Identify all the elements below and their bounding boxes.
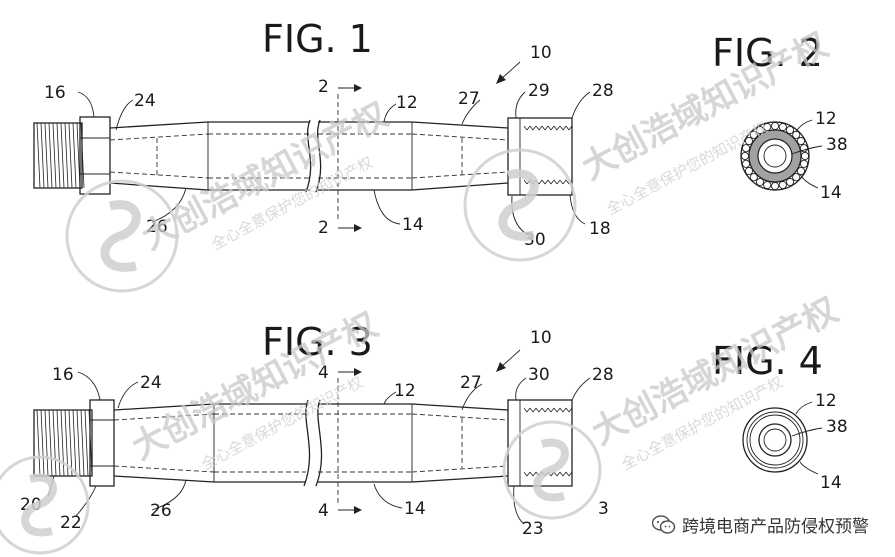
figure-4-title: FIG. 4 [712, 339, 823, 383]
fig1-right-ferrule [411, 121, 509, 191]
fig1-hex-nut [79, 116, 111, 195]
fig3-ref-4-top: 4 [318, 363, 329, 383]
fig3-threaded-end [33, 409, 93, 477]
fig3-ref-14: 14 [404, 499, 426, 519]
watermark-logo-icon [463, 148, 577, 262]
fig1-coupling-nut [507, 117, 573, 196]
figure-1-title: FIG. 1 [262, 17, 373, 61]
wechat-icon [652, 514, 676, 534]
fig2-ref-14: 14 [820, 183, 842, 203]
fig1-ref-18: 18 [589, 219, 611, 239]
watermark-logo-icon [65, 179, 179, 293]
fig1-ref-28: 28 [592, 81, 614, 101]
fig1-ref-29: 29 [528, 81, 550, 101]
watermark-logo-icon [0, 455, 90, 555]
figure-3: FIG. 3 [20, 320, 614, 539]
footer-text: 跨境电商产品防侵权预警 [682, 517, 869, 537]
fig1-ref-27: 27 [458, 89, 480, 109]
fig1-ref-2-bottom: 2 [318, 218, 329, 238]
figure-3-title: FIG. 3 [262, 320, 373, 364]
figure-2: FIG. 2 12 38 14 [712, 31, 848, 203]
fig4-outer-tube [742, 407, 808, 473]
fig3-ref-30: 30 [528, 365, 550, 385]
fig1-ref-24: 24 [134, 91, 156, 111]
fig3-ref-3: 3 [598, 499, 609, 519]
fig3-ref-10: 10 [530, 328, 552, 348]
fig4-ref-12: 12 [815, 391, 837, 411]
fig3-ref-28: 28 [592, 365, 614, 385]
fig3-right-ferrule [411, 403, 509, 483]
figure-4: FIG. 4 12 38 14 [712, 339, 848, 493]
fig3-ref-4-bottom: 4 [318, 501, 329, 521]
fig4-ref-14: 14 [820, 473, 842, 493]
fig3-ref-24: 24 [140, 373, 162, 393]
figure-2-title: FIG. 2 [712, 31, 823, 75]
fig3-ref-26: 26 [150, 501, 172, 521]
fig1-ref-12: 12 [396, 93, 418, 113]
fig4-ref-38: 38 [826, 417, 848, 437]
fig3-left-ferrule [113, 403, 215, 483]
fig3-ref-27: 27 [460, 373, 482, 393]
fig3-ref-16: 16 [52, 365, 74, 385]
wechat-footer: 跨境电商产品防侵权预警 [652, 512, 869, 537]
fig1-ref-10: 10 [530, 43, 552, 63]
fig1-ref-14: 14 [402, 215, 424, 235]
fig3-ref-22: 22 [60, 513, 82, 533]
fig1-ref-2-top: 2 [318, 77, 329, 97]
figure-1: FIG. 1 [33, 17, 614, 250]
fig1-left-ferrule [109, 121, 209, 191]
watermark-logo-icon [502, 420, 602, 520]
fig3-ref-23: 23 [522, 519, 544, 539]
fig1-threaded-end [33, 122, 85, 189]
fig2-ref-38: 38 [826, 135, 848, 155]
fig2-ref-12: 12 [815, 109, 837, 129]
fig1-ref-16: 16 [44, 83, 66, 103]
fig3-hex-nut [89, 399, 115, 487]
fig3-ref-12: 12 [394, 381, 416, 401]
watermark: 大创浩域知识产权 全心全意保护您的知识产权 大创浩域知识产权 全心全意保护您的知… [0, 25, 844, 555]
fig1-ref-26: 26 [146, 217, 168, 237]
